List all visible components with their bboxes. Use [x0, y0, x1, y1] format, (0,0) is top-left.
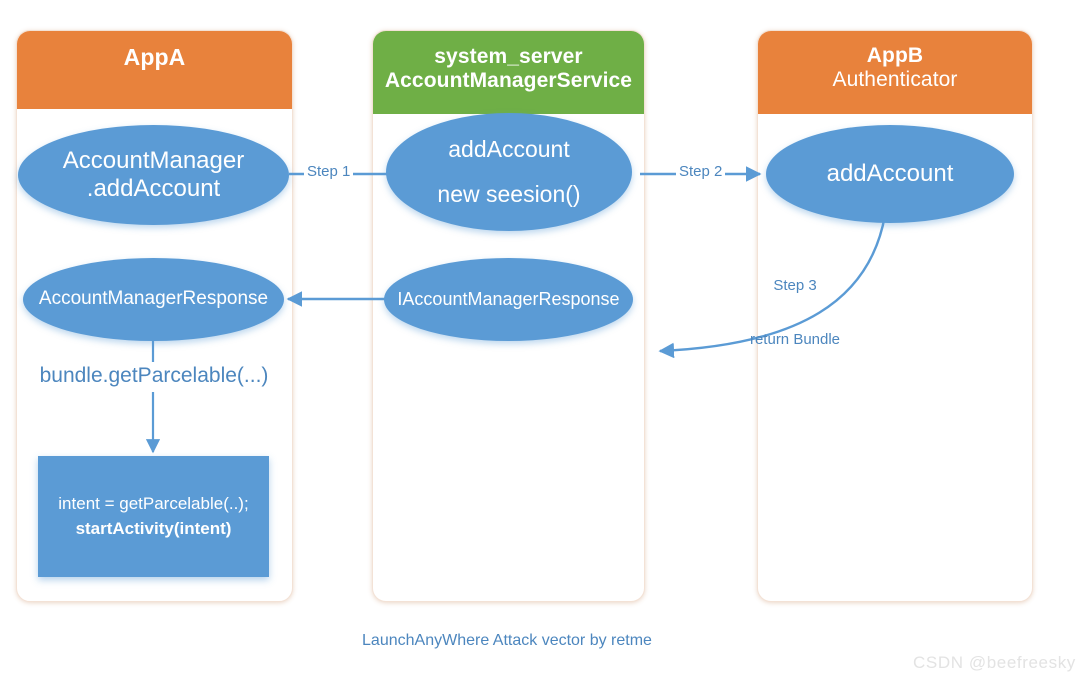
node-server-addaccount-line1: addAccount — [448, 136, 570, 163]
node-server-response-label: IAccountManagerResponse — [397, 288, 620, 309]
column-header-appb-subtitle: Authenticator — [832, 67, 958, 91]
node-appb-addaccount-line1: addAccount — [826, 159, 954, 187]
column-header-system-server: system_server AccountManagerService — [373, 31, 644, 114]
node-intent-box-line1: intent = getParcelable(..); — [58, 493, 249, 513]
diagram-caption: LaunchAnyWhere Attack vector by retme — [362, 632, 652, 649]
column-header-appb: AppB Authenticator — [758, 31, 1032, 114]
node-server-response[interactable]: IAccountManagerResponse — [384, 258, 633, 341]
label-bundle-getparcelable: bundle.getParcelable(...) — [39, 364, 269, 387]
node-appa-response-label: AccountManagerResponse — [38, 288, 269, 310]
column-header-appb-title: AppB — [866, 44, 924, 67]
node-appa-addaccount-line1: AccountManager — [62, 146, 245, 174]
column-header-system-server-title: system_server — [434, 45, 583, 68]
node-appb-addaccount[interactable]: addAccount — [766, 125, 1014, 223]
column-header-appa: AppA — [17, 31, 292, 109]
node-intent-box[interactable]: intent = getParcelable(..); startActivit… — [38, 456, 269, 577]
node-server-addaccount-line2: new seesion() — [437, 180, 581, 207]
column-header-system-server-subtitle: AccountManagerService — [384, 68, 633, 92]
node-server-addaccount[interactable]: addAccount new seesion() — [386, 113, 632, 231]
label-step2: Step 2 — [676, 163, 726, 180]
column-header-appa-title: AppA — [123, 44, 186, 70]
node-intent-box-line2: startActivity(intent) — [75, 518, 232, 538]
label-step3-line1: Step 3 — [773, 276, 817, 294]
label-step3-line2: return Bundle — [749, 331, 841, 349]
node-appa-response[interactable]: AccountManagerResponse — [23, 258, 284, 341]
watermark: CSDN @beefreesky — [913, 653, 1076, 672]
label-step1: Step 1 — [304, 163, 354, 180]
label-step3: Step 3 return Bundle — [715, 240, 875, 386]
node-appa-addaccount[interactable]: AccountManager .addAccount — [18, 125, 289, 225]
node-appa-addaccount-line2: .addAccount — [86, 175, 221, 202]
